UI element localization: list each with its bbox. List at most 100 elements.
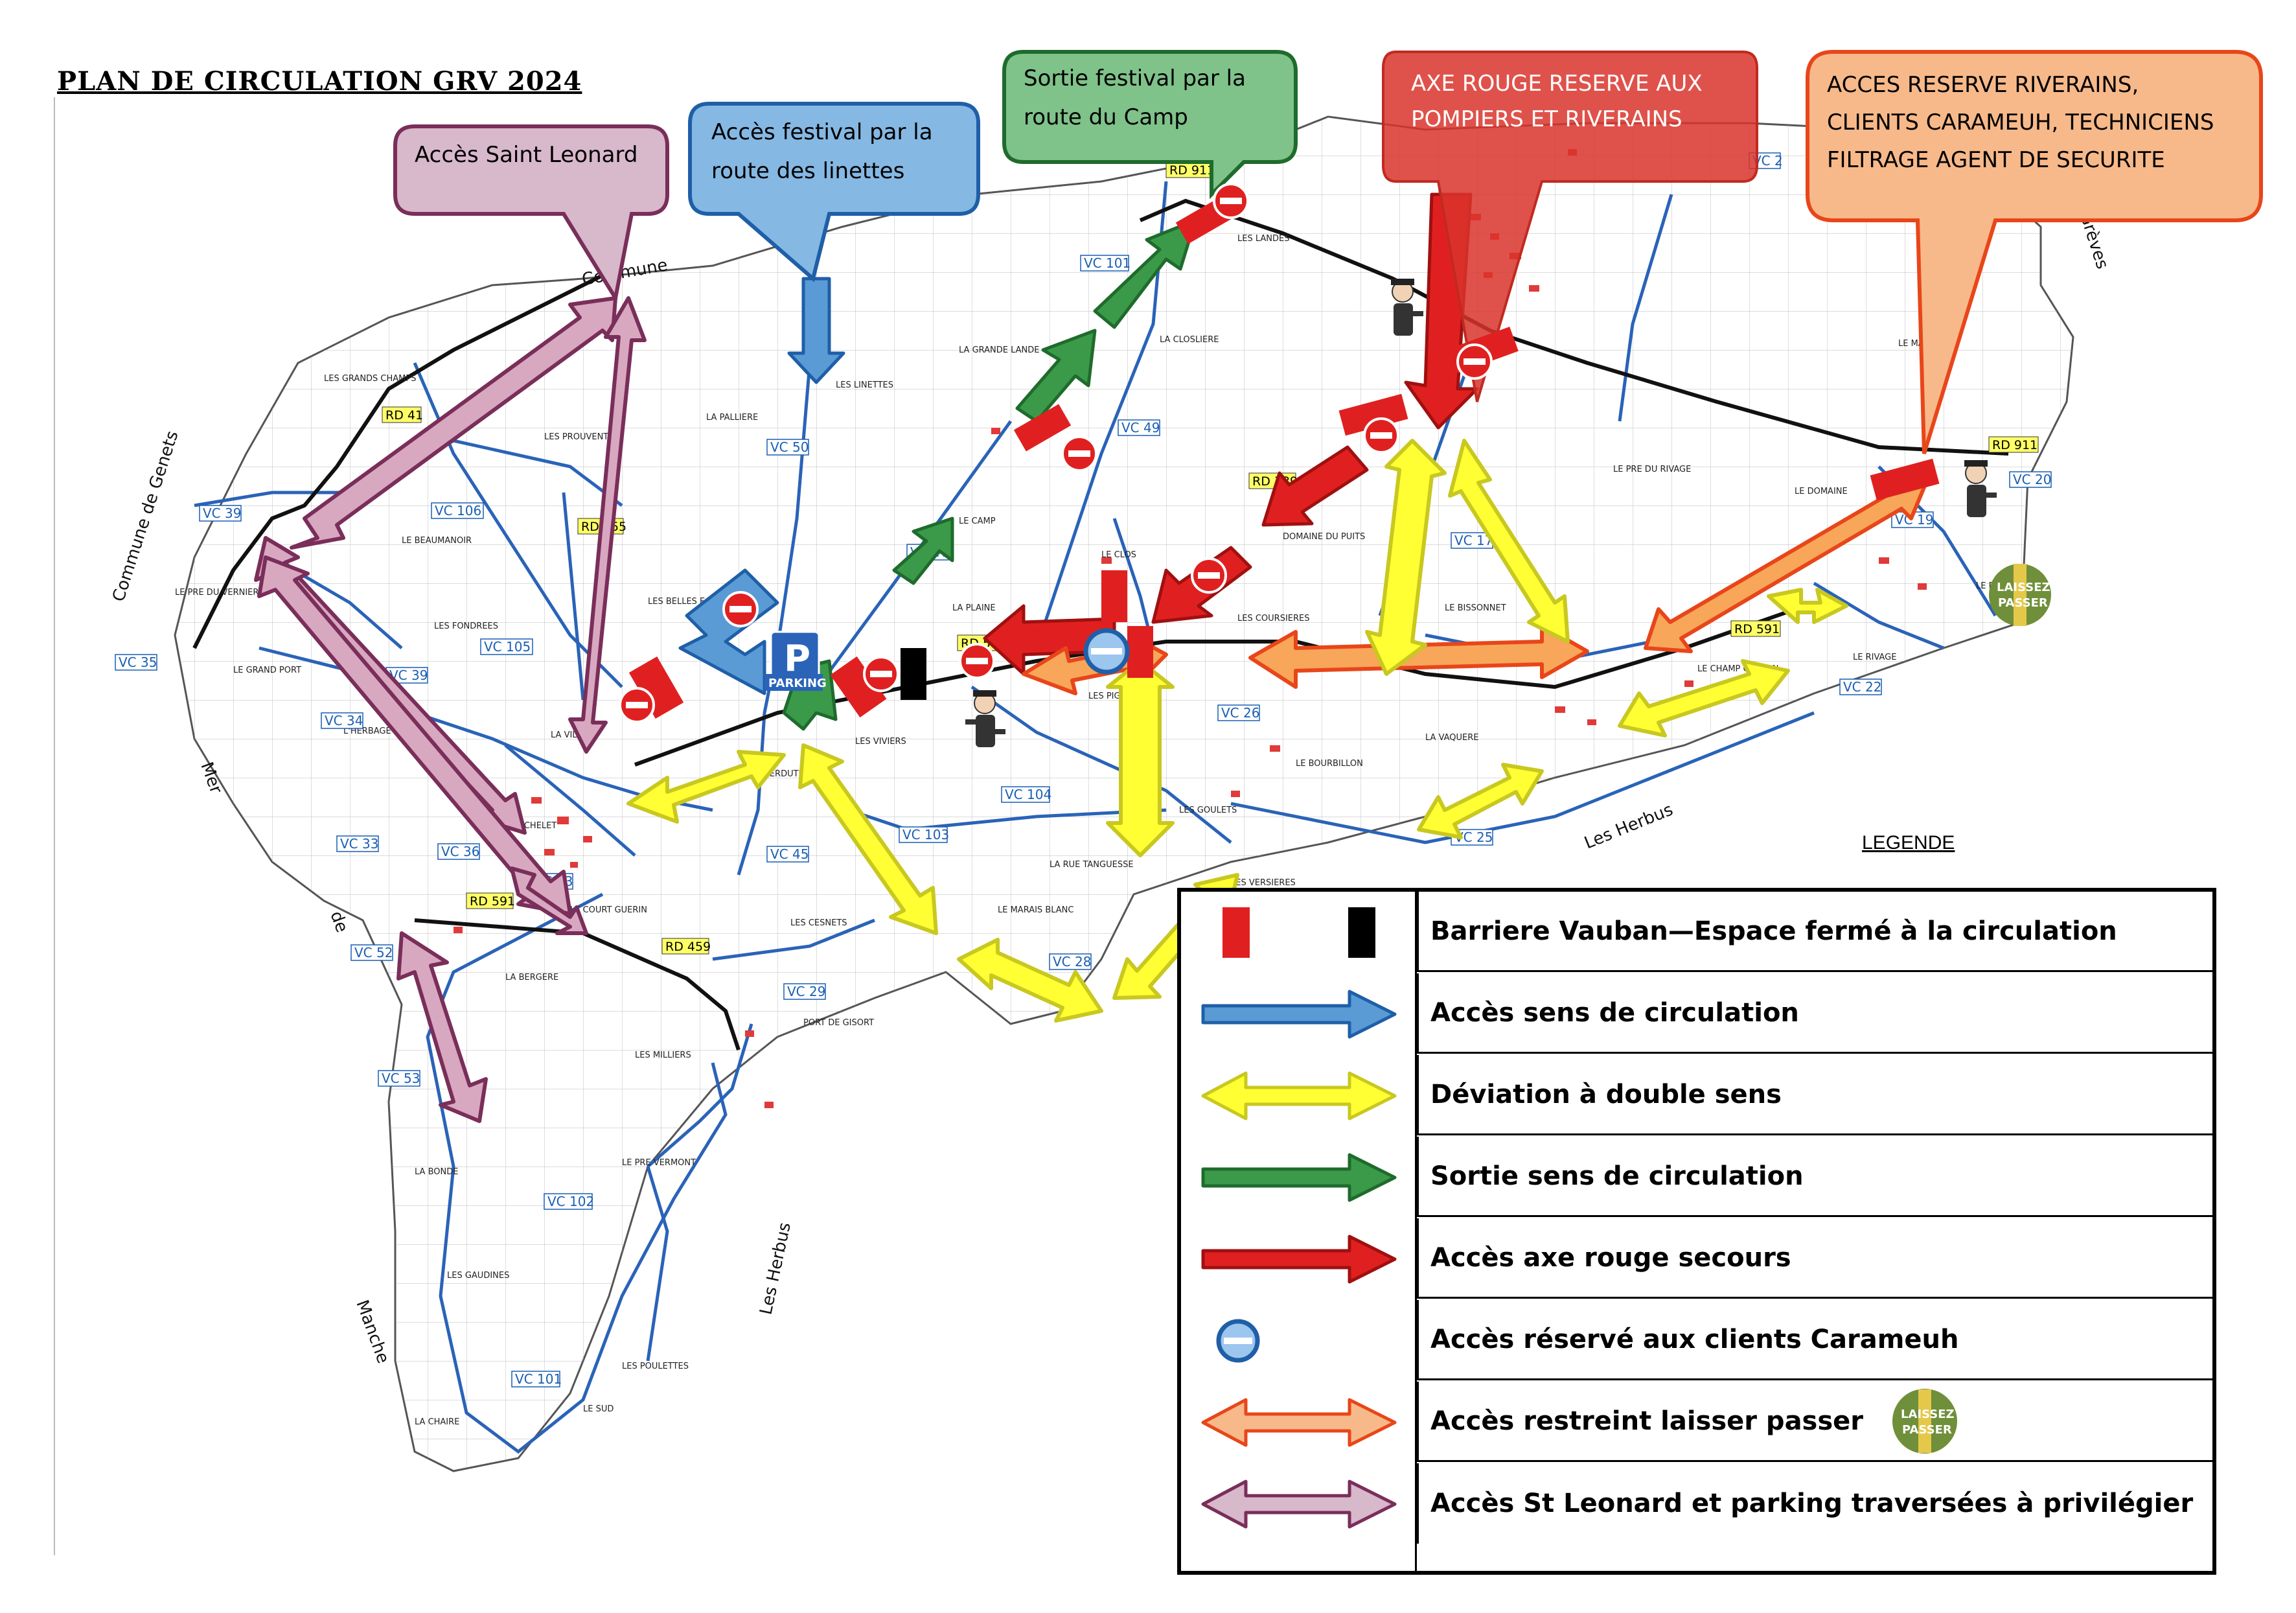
green-arrow-icon <box>1181 1137 1411 1218</box>
no-entry-icon <box>619 687 655 723</box>
place-label: LE BEAUMANOIR <box>402 536 472 546</box>
legend-row: Barriere Vauban—Espace fermé à la circul… <box>1181 892 2212 973</box>
place-label: LE BISSONNET <box>1445 603 1506 613</box>
place-label: LE PRE VERMONT <box>622 1158 696 1168</box>
barrier-icon <box>1127 626 1153 678</box>
place-label: LES LINETTES <box>836 380 893 390</box>
no-entry-icon <box>1363 417 1399 454</box>
place-label: LE GRAND PORT <box>233 666 301 675</box>
region-label: Commune de Genets <box>109 428 183 604</box>
vc-label: VC 26 <box>1221 705 1259 721</box>
rd-label: RD 41 <box>385 408 423 423</box>
place-label: LES VIVIERS <box>855 737 906 747</box>
legend-label: Accès réservé aux clients Carameuh <box>1417 1300 2212 1380</box>
saint-leonard-callout: Accès Saint Leonard <box>393 124 669 304</box>
red-arrow-icon <box>1181 1218 1411 1300</box>
callout-line: Accès Saint Leonard <box>415 142 637 168</box>
no-entry-icon <box>1191 557 1227 594</box>
region-label: Manche <box>352 1297 393 1366</box>
blue-arrow-icon <box>1181 973 1411 1055</box>
vc-label: VC 50 <box>770 439 809 455</box>
purple-double-arrows <box>254 296 647 1123</box>
barriers <box>628 196 1940 719</box>
orange-double-arrow-icon <box>1181 1382 1411 1463</box>
place-label: LA BONDE <box>415 1167 458 1177</box>
place-label: LA RUE TANGUESSE <box>1050 860 1134 870</box>
legend-label: Accès sens de circulation <box>1417 973 2212 1054</box>
callout-line: FILTRAGE AGENT DE SECURITE <box>1827 147 2165 173</box>
vc-label: VC 36 <box>441 844 479 859</box>
place-label: LE DOMAINE <box>1795 487 1848 496</box>
place-label: LES LANDES <box>1237 234 1289 244</box>
map-title: PLAN DE CIRCULATION GRV 2024 <box>57 66 582 97</box>
vc-label: VC 39 <box>203 505 241 521</box>
place-label: LE SUD <box>583 1404 614 1414</box>
no-entry-icon <box>1456 343 1493 380</box>
vc-label: VC 101 <box>1084 255 1131 271</box>
rd-label: RD 911 <box>1169 163 1215 178</box>
place-label: LE RIVAGE <box>1853 653 1896 662</box>
vc-label: VC 33 <box>340 836 378 852</box>
rd-label: RD 459 <box>665 940 711 954</box>
legend-title: LEGENDE <box>1862 832 1955 853</box>
place-label: LE PRE DU RIVAGE <box>1613 465 1691 474</box>
place-label: LES POULETTES <box>622 1362 689 1371</box>
callout-line: Sortie festival par la <box>1024 65 1246 91</box>
parking-label: PARKING <box>768 677 827 690</box>
vc-label: VC 103 <box>902 827 949 842</box>
barrier-icon <box>1181 892 1411 973</box>
vc-label: VC 45 <box>770 846 809 862</box>
badge-line: PASSER <box>1902 1423 1952 1437</box>
region-label: Les Herbus <box>1581 800 1675 853</box>
legend-label: Déviation à double sens <box>1417 1055 2212 1135</box>
legend-row: Sortie sens de circulation <box>1181 1137 2212 1218</box>
no-entry-icon <box>959 643 995 679</box>
callout-line: Accès festival par la <box>711 119 933 145</box>
callout-line: AXE ROUGE RESERVE AUX <box>1411 71 1703 97</box>
place-label: LE CLOS <box>1101 550 1136 560</box>
barrier-icon <box>1013 404 1072 452</box>
region-label: Les Herbus <box>757 1221 795 1317</box>
barrier-icon <box>628 656 684 719</box>
legend-label-text: Accès restreint laisser passer <box>1430 1406 1864 1436</box>
vc-label: VC 52 <box>354 945 393 960</box>
place-label: LA VAQUERE <box>1425 733 1479 743</box>
barrier-icon <box>901 648 926 700</box>
badge-line: LAISSEZ <box>1997 581 2050 594</box>
place-label: LE PRE DU VERNIER <box>175 588 258 598</box>
laissez-passer-badge: LAISSEZ PASSER <box>1989 564 2051 626</box>
place-label: LES GOULETS <box>1179 806 1237 815</box>
callout-line: POMPIERS ET RIVERAINS <box>1411 106 1682 132</box>
legend-label: Accès axe rouge secours <box>1417 1218 2212 1299</box>
legend-label: Accès restreint laisser passer LAISSEZ P… <box>1417 1382 2212 1462</box>
place-label: LA GRANDE LANDE <box>959 345 1040 355</box>
place-label: LE MARAIS BLANC <box>998 905 1073 915</box>
laissez-passer-badge: LAISSEZ PASSER <box>1892 1388 1958 1454</box>
axe-rouge-callout: AXE ROUGE RESERVE AUX POMPIERS ET RIVERA… <box>1382 51 1758 402</box>
vc-label: VC 20 <box>2013 472 2051 487</box>
place-label: LE COURT GUERIN <box>570 905 647 915</box>
legend-row: Accès sens de circulation <box>1181 973 2212 1055</box>
camp-callout: Sortie festival par la route du Camp <box>1002 50 1298 200</box>
riverains-callout: ACCES RESERVE RIVERAINS, CLIENTS CARAMEU… <box>1806 50 2263 454</box>
vc-label: VC 53 <box>382 1071 420 1086</box>
callout-line: route des linettes <box>711 158 904 184</box>
place-label: LES CESNETS <box>790 918 847 928</box>
place-label: LE CAMP <box>959 516 996 526</box>
yellow-double-arrow-icon <box>1181 1055 1411 1137</box>
legend-row: Accès réservé aux clients Carameuh <box>1181 1300 2212 1382</box>
barrier-icon <box>1338 393 1408 436</box>
barrier-icon <box>1101 570 1127 622</box>
place-label: LA PALLIERE <box>706 413 758 423</box>
no-entry-icon <box>1213 183 1249 219</box>
place-label: LA CHAIRE <box>415 1417 459 1427</box>
place-label: LES VERSIERES <box>1231 878 1296 888</box>
legend-row: Accès restreint laisser passer LAISSEZ P… <box>1181 1382 2212 1463</box>
vc-label: VC 104 <box>1005 787 1051 802</box>
vc-label: VC 49 <box>1121 420 1160 435</box>
place-label: PORT DE GISORT <box>803 1018 874 1028</box>
badge-line: LAISSEZ <box>1901 1408 1955 1421</box>
place-label: LES GRANDS CHAMPS <box>324 374 417 384</box>
place-label: LA CLOSLIERE <box>1160 335 1219 345</box>
